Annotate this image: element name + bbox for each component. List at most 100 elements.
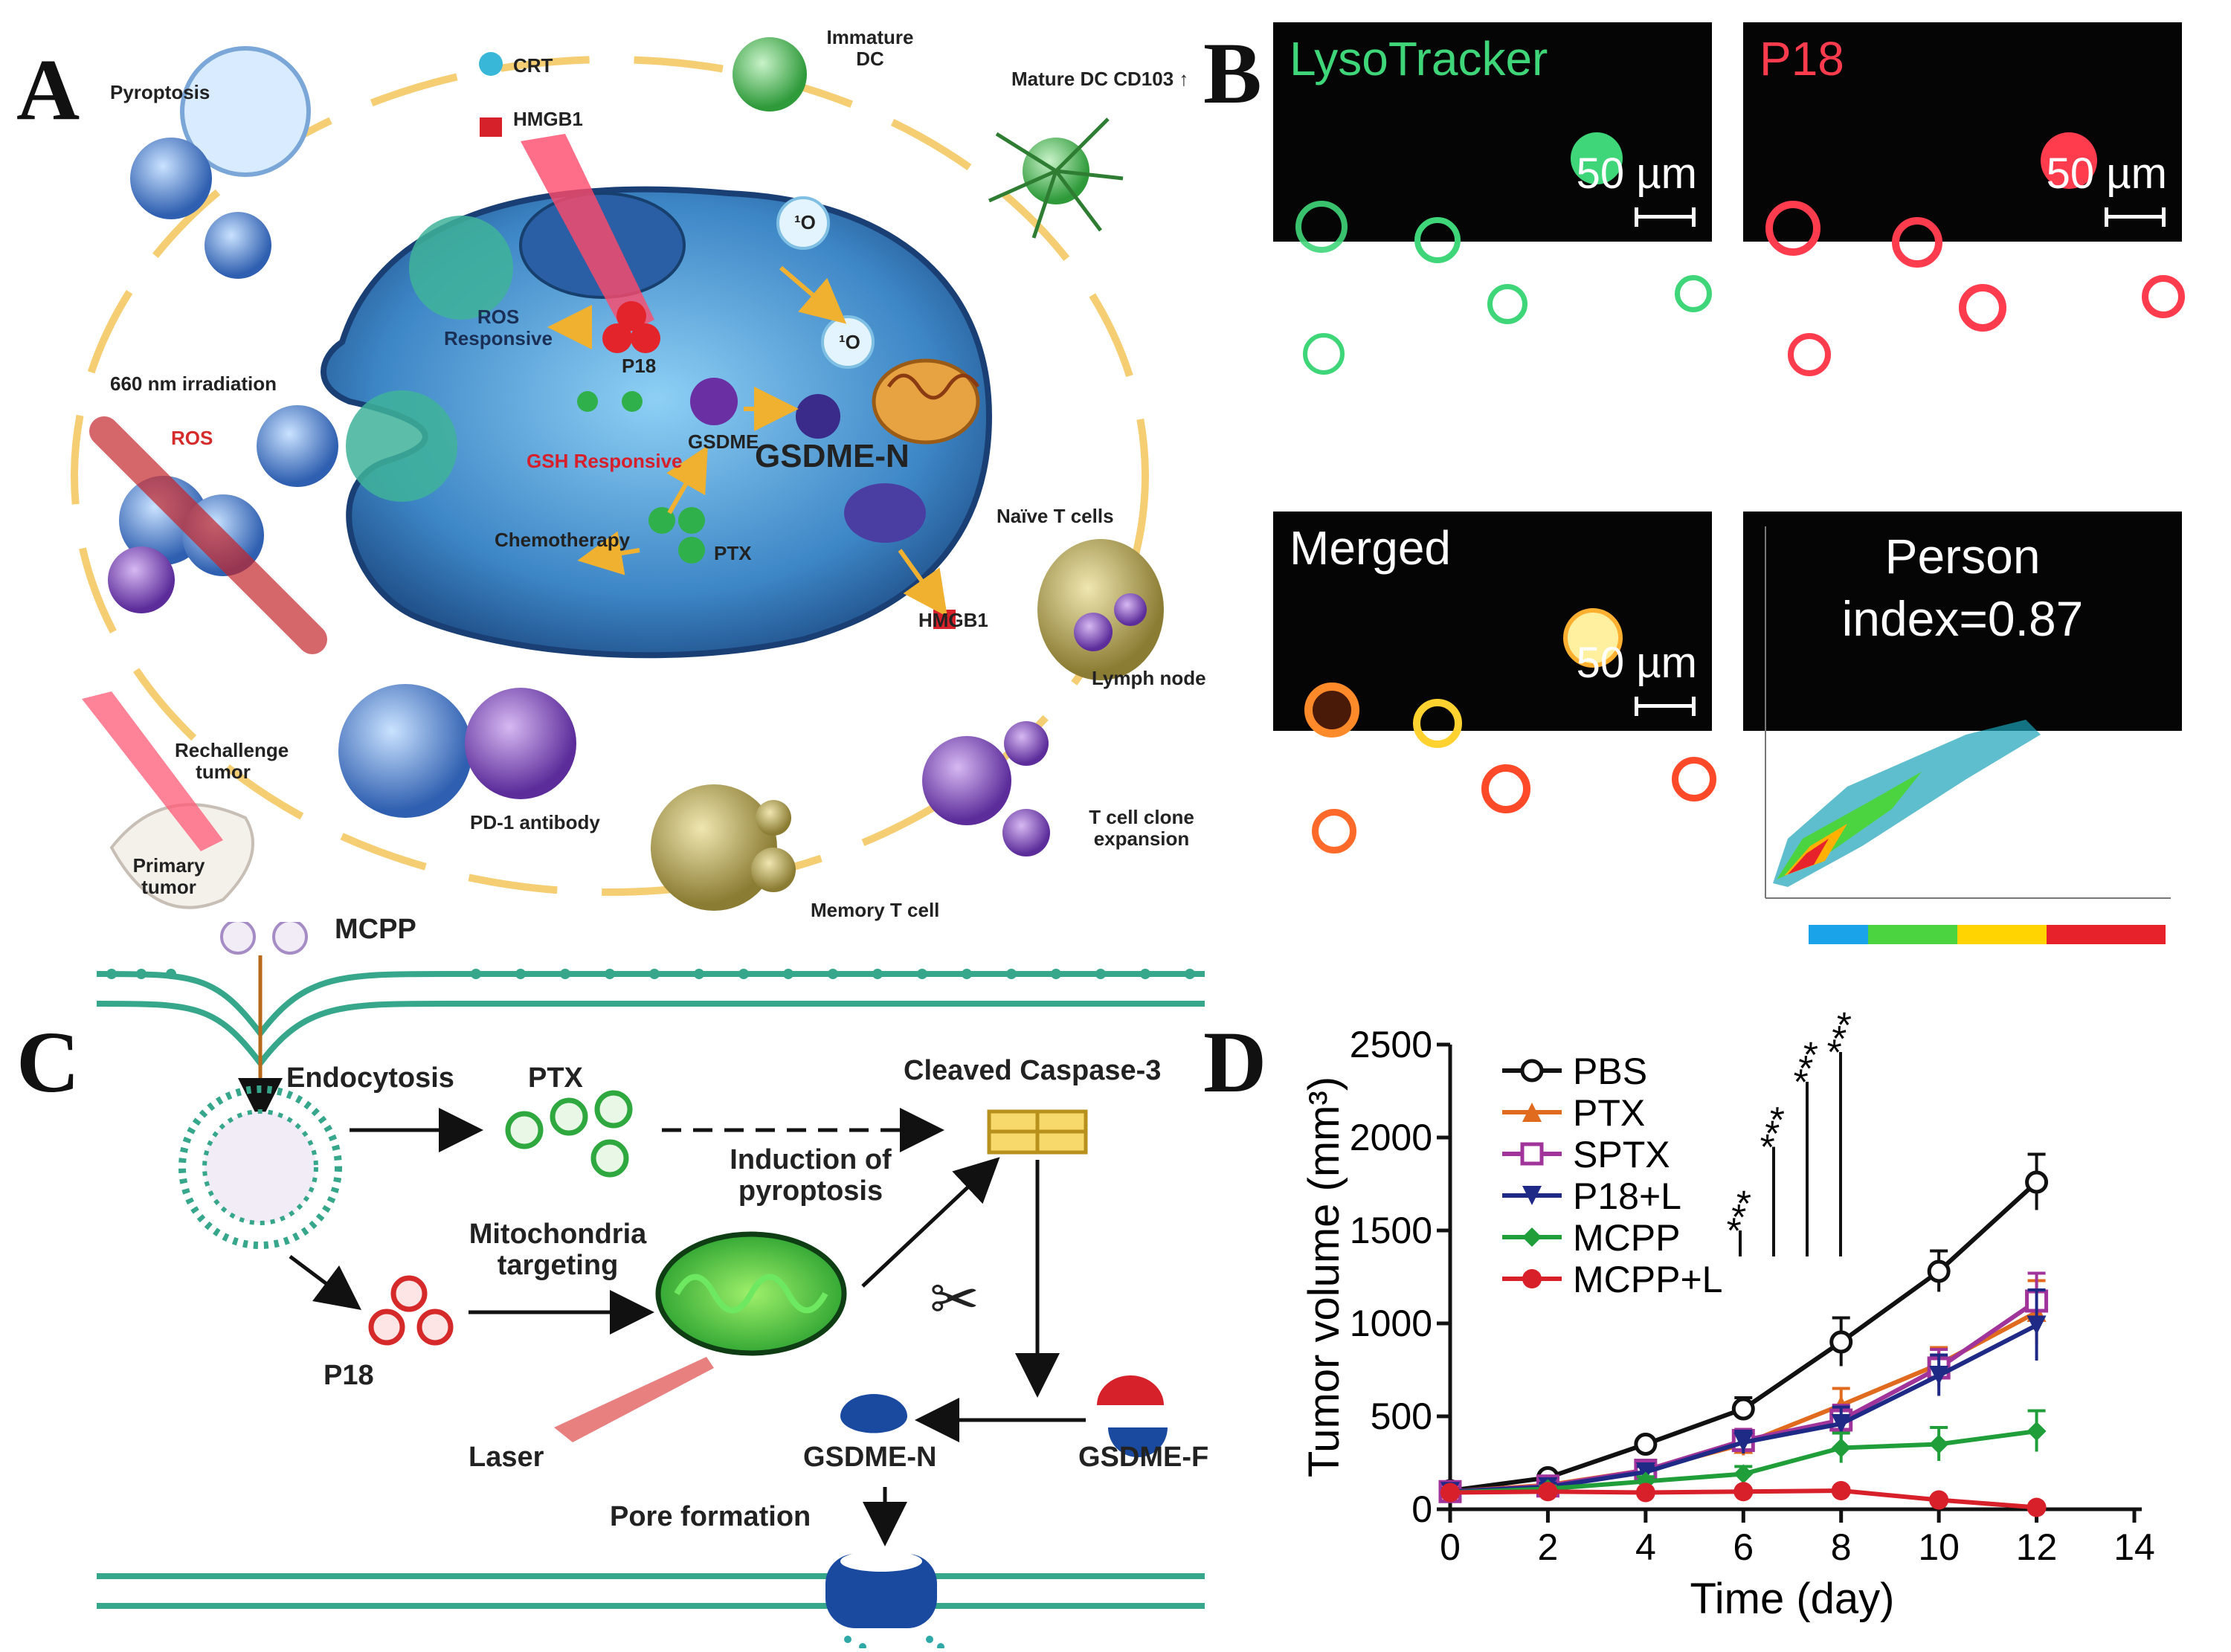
data-point-MCPP [2026,1422,2047,1441]
micro-p18: P18 50 µm [1743,22,2185,376]
nanoparticle-side [346,390,457,502]
data-point-PBS [2025,1170,2049,1194]
label-gsdme-n-c: GSDME-N [803,1442,937,1473]
legend-marker-PTX [1522,1103,1542,1122]
label-singlet-o-top: ¹O [794,211,816,233]
x-tick-label: 4 [1635,1526,1656,1568]
tumor-cell-pd1 [338,684,472,818]
micro-colocalization: Person index=0.87 [1743,512,2182,944]
x-tick-label: 8 [1831,1526,1852,1568]
label-mature-dc: Mature DC CD103 ↑ [1011,68,1189,90]
data-point-P18+L [2026,1315,2047,1335]
data-point-PBS [1927,1259,1951,1283]
legend-label-MCPP+L: MCPP+L [1573,1259,1722,1300]
t-cell-pd1 [465,688,576,799]
data-point-MCPP+L [1635,1482,1655,1503]
scale-label-p18: 50 µm [2046,149,2167,198]
label-rechallenge: Rechallenge tumor [175,739,289,783]
label-crt: CRT [513,54,553,77]
label-mcpp: MCPP [335,914,416,945]
x-tick-label: 0 [1440,1526,1461,1568]
data-point-P18+L [1929,1366,1949,1385]
label-induction: Induction of pyroptosis [730,1144,892,1207]
panel-a-illustration [71,37,1164,911]
legend-label-PTX: PTX [1573,1092,1645,1134]
panel-letter-d: D [1203,1013,1267,1111]
t-cell-clone [922,736,1011,825]
x-tick-label: 14 [2114,1526,2155,1568]
gsdme-n-icon [840,1394,907,1433]
scale-label-merged: 50 µm [1576,639,1697,687]
y-tick-label: 1500 [1350,1210,1432,1251]
label-t-clone: T cell clone expansion [1089,806,1194,850]
person-label: Person [1884,529,2041,584]
immature-dc [733,37,807,112]
label-immature-dc: Immature DC [826,26,914,70]
significance-label: *** [1751,1102,1806,1157]
y-axis-label: Tumor volume (mm³) [1300,1077,1348,1477]
label-primary: Primary tumor [132,854,205,898]
label-mature-dc-text: Mature DC CD103 [1011,68,1174,90]
label-naive-t: Naïve T cells [997,505,1114,527]
panel-letter-a: A [16,41,80,138]
person-index: index=0.87 [1841,591,2084,646]
micro-lysotracker: LysoTracker 50 µm [1273,22,1712,375]
ptx-particle [505,1111,544,1149]
y-tick-label: 500 [1371,1396,1432,1437]
label-endocytosis: Endocytosis [286,1062,454,1094]
nanoparticle-top [409,216,513,320]
label-laser: Laser [469,1442,544,1473]
legend-marker-MCPP+L [1522,1269,1542,1288]
panel-letter-b: B [1203,25,1262,122]
legend-marker-PBS [1520,1059,1544,1082]
micro-merged: Merged 50 µm [1273,512,1716,854]
panel-c-illustration: ✂ [96,919,1205,1651]
label-singlet-o-bottom: ¹O [839,331,860,353]
lymph-node [1037,539,1164,680]
x-tick-label: 12 [2016,1526,2058,1568]
legend-marker-MCPP [1522,1227,1542,1247]
label-gsh-responsive: GSH Responsive [527,450,683,472]
y-tick-label: 2000 [1350,1117,1432,1158]
legend-label-PBS: PBS [1573,1051,1647,1092]
pore-complex [844,483,926,543]
data-point-MCPP+L [1831,1481,1851,1500]
x-tick-label: 6 [1733,1526,1754,1568]
mcpp-particle [220,919,256,955]
scale-bar [2105,207,2166,227]
label-mito-targeting: Mitochondria targeting [469,1219,647,1281]
pore-icon [825,1554,937,1628]
label-cleaved-caspase: Cleaved Caspase-3 [904,1055,1162,1086]
pyroptotic-cell [180,46,311,177]
data-point-PBS [1829,1330,1853,1354]
data-point-MCPP [1929,1434,1949,1454]
significance-label: *** [1718,1186,1772,1241]
label-ros-responsive: ROS Responsive [444,306,553,349]
data-point-MCPP+L [2026,1497,2047,1517]
data-point-P18+L [1733,1433,1754,1452]
scissors-icon: ✂ [930,1265,979,1334]
label-chemotherapy: Chemotherapy [495,529,631,551]
legend-label-MCPP: MCPP [1573,1217,1680,1259]
label-ros: ROS [171,427,213,449]
cycle-arrow-ring [71,56,1149,896]
label-ptx-a: PTX [714,542,752,564]
label-p18-a: P18 [622,355,657,377]
x-tick-label: 10 [1918,1526,1960,1568]
label-gsdme-f: GSDME-F [1078,1442,1209,1473]
label-hmgb1-top: HMGB1 [513,108,583,130]
gsdme-f-icon [1097,1375,1164,1405]
label-pyroptosis: Pyroptosis [110,81,210,103]
label-p18-c: P18 [323,1360,374,1391]
data-point-PBS [1634,1433,1658,1456]
data-point-MCPP+L [1929,1490,1949,1510]
y-tick-label: 1000 [1350,1303,1432,1344]
mouse-model [109,803,254,909]
micro-title-lysotracker: LysoTracker [1290,32,1548,85]
data-point-MCPP [1733,1464,1754,1484]
laser-beam [521,134,654,335]
data-point-MCPP+L [1440,1482,1460,1503]
scale-bar [1635,697,1696,716]
